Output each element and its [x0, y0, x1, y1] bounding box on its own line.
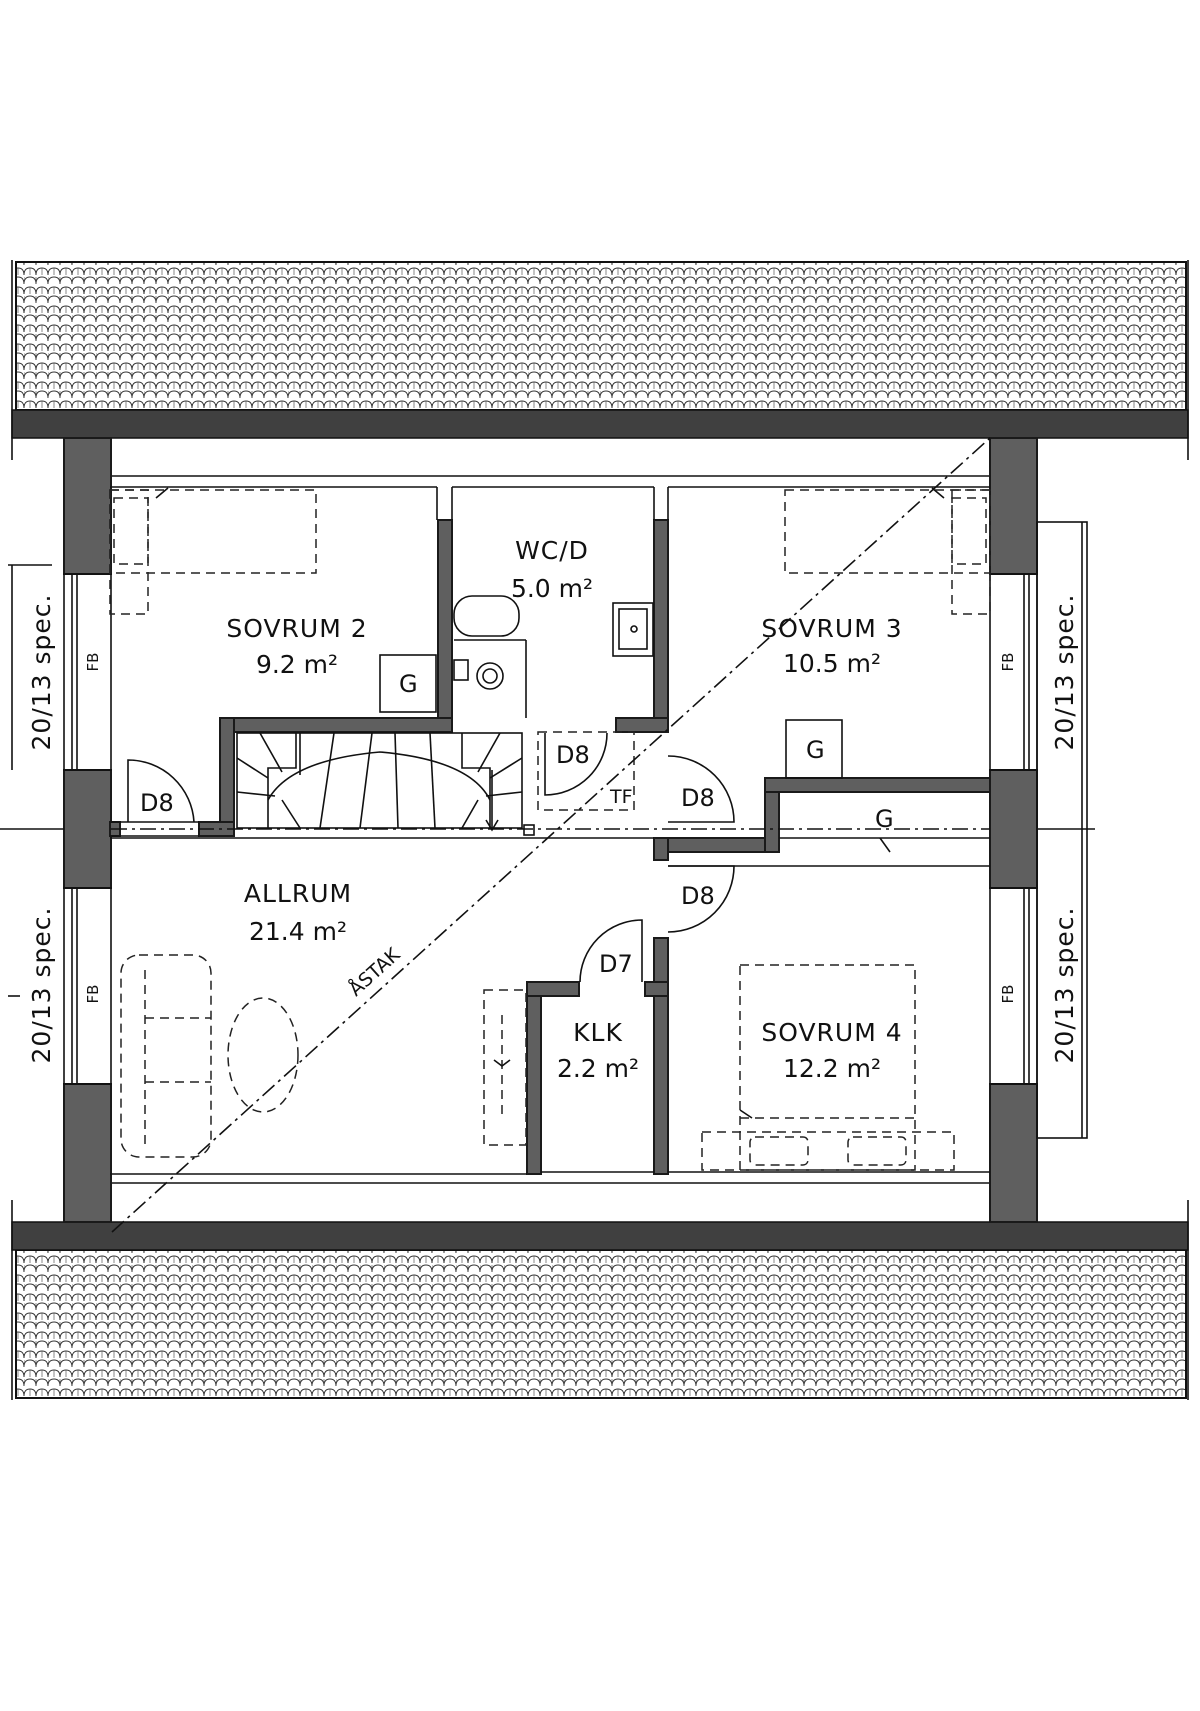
storage-box-sovrum2: [379, 654, 437, 713]
astak-label: ÅSTAK: [344, 943, 405, 1001]
wardrobe-allrum: [483, 989, 527, 1146]
gable-wall-left: [63, 437, 112, 1223]
roof-bottom: [15, 1249, 1187, 1399]
door-label: D8: [681, 882, 715, 910]
g-ridge-label: G: [875, 805, 894, 833]
door-label: D8: [556, 741, 590, 769]
door-label: D8: [681, 784, 715, 812]
door-label: D7: [599, 950, 633, 978]
staircase: [236, 732, 535, 836]
room-area-sovrum2: 9.2 m²: [256, 650, 338, 679]
bed-sovrum4: [701, 964, 955, 1171]
room-area-wcd: 5.0 m²: [511, 574, 593, 603]
eave-top: [11, 409, 1189, 439]
window-right-top: [1023, 574, 1030, 770]
window-spec-left-bottom: 20/13 spec.: [27, 907, 56, 1064]
window-left-top: [8, 564, 78, 770]
gable-wall-right: [989, 437, 1038, 1223]
window-spec-right-top: 20/13 spec.: [1050, 594, 1079, 751]
interior-walls: [109, 519, 991, 1175]
room-name-allrum: ALLRUM: [244, 879, 352, 908]
window-left-bottom: [8, 888, 78, 1084]
door-label: D8: [140, 789, 174, 817]
room-name-sovrum3: SOVRUM 3: [761, 614, 902, 643]
door-d7-klk: D7: [579, 919, 643, 983]
room-name-wcd: WC/D: [515, 536, 589, 565]
bathroom-fixtures: [453, 595, 654, 718]
door-d8-sovrum2: D8: [127, 759, 195, 823]
storage-box-sovrum3: [785, 719, 843, 779]
room-name-klk: KLK: [573, 1018, 623, 1047]
window-spec-right-bottom: 20/13 spec.: [1050, 907, 1079, 1064]
bed-sovrum2: [109, 487, 317, 615]
balcony-rail-right: [1036, 521, 1088, 1139]
room-area-sovrum3: 10.5 m²: [783, 649, 881, 678]
ridge-line: G: [110, 805, 990, 853]
fb-label: FB: [999, 653, 1017, 672]
fb-label: FB: [999, 985, 1017, 1004]
door-d8-sovrum4: D8: [667, 865, 735, 933]
room-area-klk: 2.2 m²: [557, 1054, 639, 1083]
fb-label: FB: [84, 985, 102, 1004]
sofa-allrum: [120, 954, 212, 1158]
g-label: G: [399, 670, 418, 698]
window-right-bottom: [1023, 888, 1030, 1084]
g-label: G: [806, 736, 825, 764]
roof-top: [15, 261, 1187, 411]
fb-label: FB: [84, 653, 102, 672]
door-d8-stair: D8 TF: [537, 731, 635, 811]
table-allrum: [227, 997, 299, 1113]
room-area-allrum: 21.4 m²: [249, 917, 347, 946]
room-name-sovrum2: SOVRUM 2: [226, 614, 367, 643]
door-d8-sovrum3: D8: [667, 755, 735, 823]
room-name-sovrum4: SOVRUM 4: [761, 1018, 902, 1047]
window-spec-left-top: 20/13 spec.: [27, 594, 56, 751]
eave-bottom: [11, 1221, 1189, 1251]
tf-label: TF: [609, 786, 633, 808]
room-area-sovrum4: 12.2 m²: [783, 1054, 881, 1083]
